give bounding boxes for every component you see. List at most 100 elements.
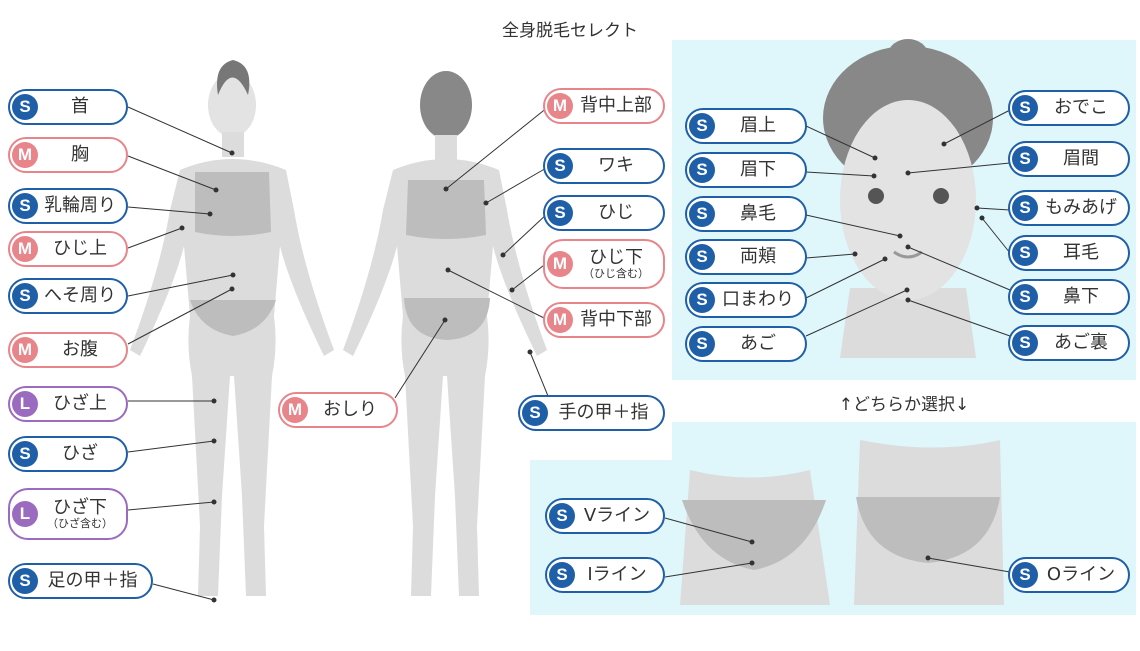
leader-lines	[127, 106, 1011, 603]
size-badge: S	[12, 94, 38, 120]
area-label: ひじ	[573, 201, 663, 223]
size-badge: S	[522, 400, 548, 426]
area-name: 鼻下	[1063, 285, 1099, 307]
area-name: へそ周り	[44, 284, 116, 306]
size-badge: S	[689, 287, 715, 313]
area-button-face-left[interactable]: S 口まわり	[685, 282, 807, 318]
area-label: おしり	[308, 398, 396, 420]
size-badge: S	[12, 283, 38, 309]
area-name: 両頬	[740, 245, 776, 267]
area-label: お腹	[38, 340, 126, 360]
area-label: 足の甲＋指	[38, 569, 151, 591]
area-name: あご	[740, 332, 776, 354]
area-note: （ひじ含む）	[583, 266, 649, 280]
area-name: 口まわり	[722, 288, 794, 310]
area-name: 足の甲＋指	[47, 569, 138, 591]
area-button-body-back[interactable]: S ワキ	[543, 148, 665, 184]
area-label: 手の甲＋指	[548, 403, 663, 423]
size-badge: M	[282, 397, 308, 423]
back-body-figure	[343, 71, 547, 596]
area-label: 耳毛	[1038, 243, 1128, 263]
area-label: あご	[715, 332, 805, 354]
area-name: 眉間	[1063, 147, 1099, 169]
area-note: （ひざ含む）	[47, 516, 113, 530]
size-badge: S	[547, 200, 573, 226]
size-badge: S	[1012, 195, 1038, 221]
area-label: 胸	[38, 145, 126, 165]
area-name: 背中上部	[580, 94, 652, 116]
page-title: 全身脱毛セレクト	[502, 21, 638, 41]
size-badge: S	[1012, 562, 1038, 588]
area-name: ひじ下	[589, 246, 643, 268]
size-badge: M	[12, 142, 38, 168]
area-button-body-back[interactable]: M 背中上部	[543, 88, 665, 124]
vio-figures	[680, 440, 1004, 605]
area-name: ワキ	[598, 154, 634, 176]
area-name: 首	[71, 95, 89, 117]
size-badge: M	[12, 236, 38, 262]
area-label: 背中上部	[573, 94, 663, 116]
area-button-face-right[interactable]: S もみあげ	[1008, 190, 1130, 226]
area-label: 鼻下	[1038, 285, 1128, 307]
area-button-body-front[interactable]: S 乳輪周り	[8, 188, 128, 224]
area-button-face-left[interactable]: S 両頬	[685, 239, 807, 275]
size-badge: M	[547, 93, 573, 119]
area-label: ワキ	[573, 154, 663, 176]
area-label: ひじ下（ひじ含む）	[573, 246, 663, 280]
area-button-vio[interactable]: S Oライン	[1008, 557, 1130, 593]
area-button-face-right[interactable]: S 眉間	[1008, 141, 1130, 177]
area-name: ひじ上	[53, 237, 107, 259]
area-name: ひじ	[598, 201, 634, 223]
area-name: 鼻毛	[740, 202, 776, 224]
size-badge: S	[689, 157, 715, 183]
size-badge: L	[12, 391, 38, 417]
size-badge: M	[547, 251, 573, 277]
area-label: あご裏	[1038, 333, 1128, 353]
size-badge: S	[1012, 146, 1038, 172]
size-badge: S	[547, 153, 573, 179]
area-name: おでこ	[1054, 96, 1108, 118]
area-label: Oライン	[1038, 563, 1128, 585]
area-label: ひざ下（ひざ含む）	[38, 498, 126, 530]
area-label: ひざ	[38, 444, 126, 464]
area-label: 眉下	[715, 160, 805, 180]
area-label: 乳輪周り	[38, 194, 126, 216]
size-badge: M	[547, 307, 573, 333]
area-name: Oライン	[1046, 563, 1116, 585]
size-badge: S	[12, 193, 38, 219]
area-button-body-front[interactable]: M ひじ上	[8, 231, 128, 267]
area-button-body-back[interactable]: S ひじ	[543, 195, 665, 231]
area-label: 両頬	[715, 245, 805, 267]
area-button-body-front[interactable]: S へそ周り	[8, 278, 128, 314]
area-label: ひじ上	[38, 237, 126, 259]
area-name: Vライン	[583, 504, 651, 526]
area-label: 眉間	[1038, 147, 1128, 169]
area-name: 乳輪周り	[44, 194, 116, 216]
area-label: 口まわり	[715, 288, 805, 310]
size-badge: S	[689, 244, 715, 270]
area-name: もみあげ	[1045, 196, 1117, 218]
area-button-body-back[interactable]: M おしり	[278, 392, 398, 428]
area-name: おしり	[323, 398, 377, 420]
